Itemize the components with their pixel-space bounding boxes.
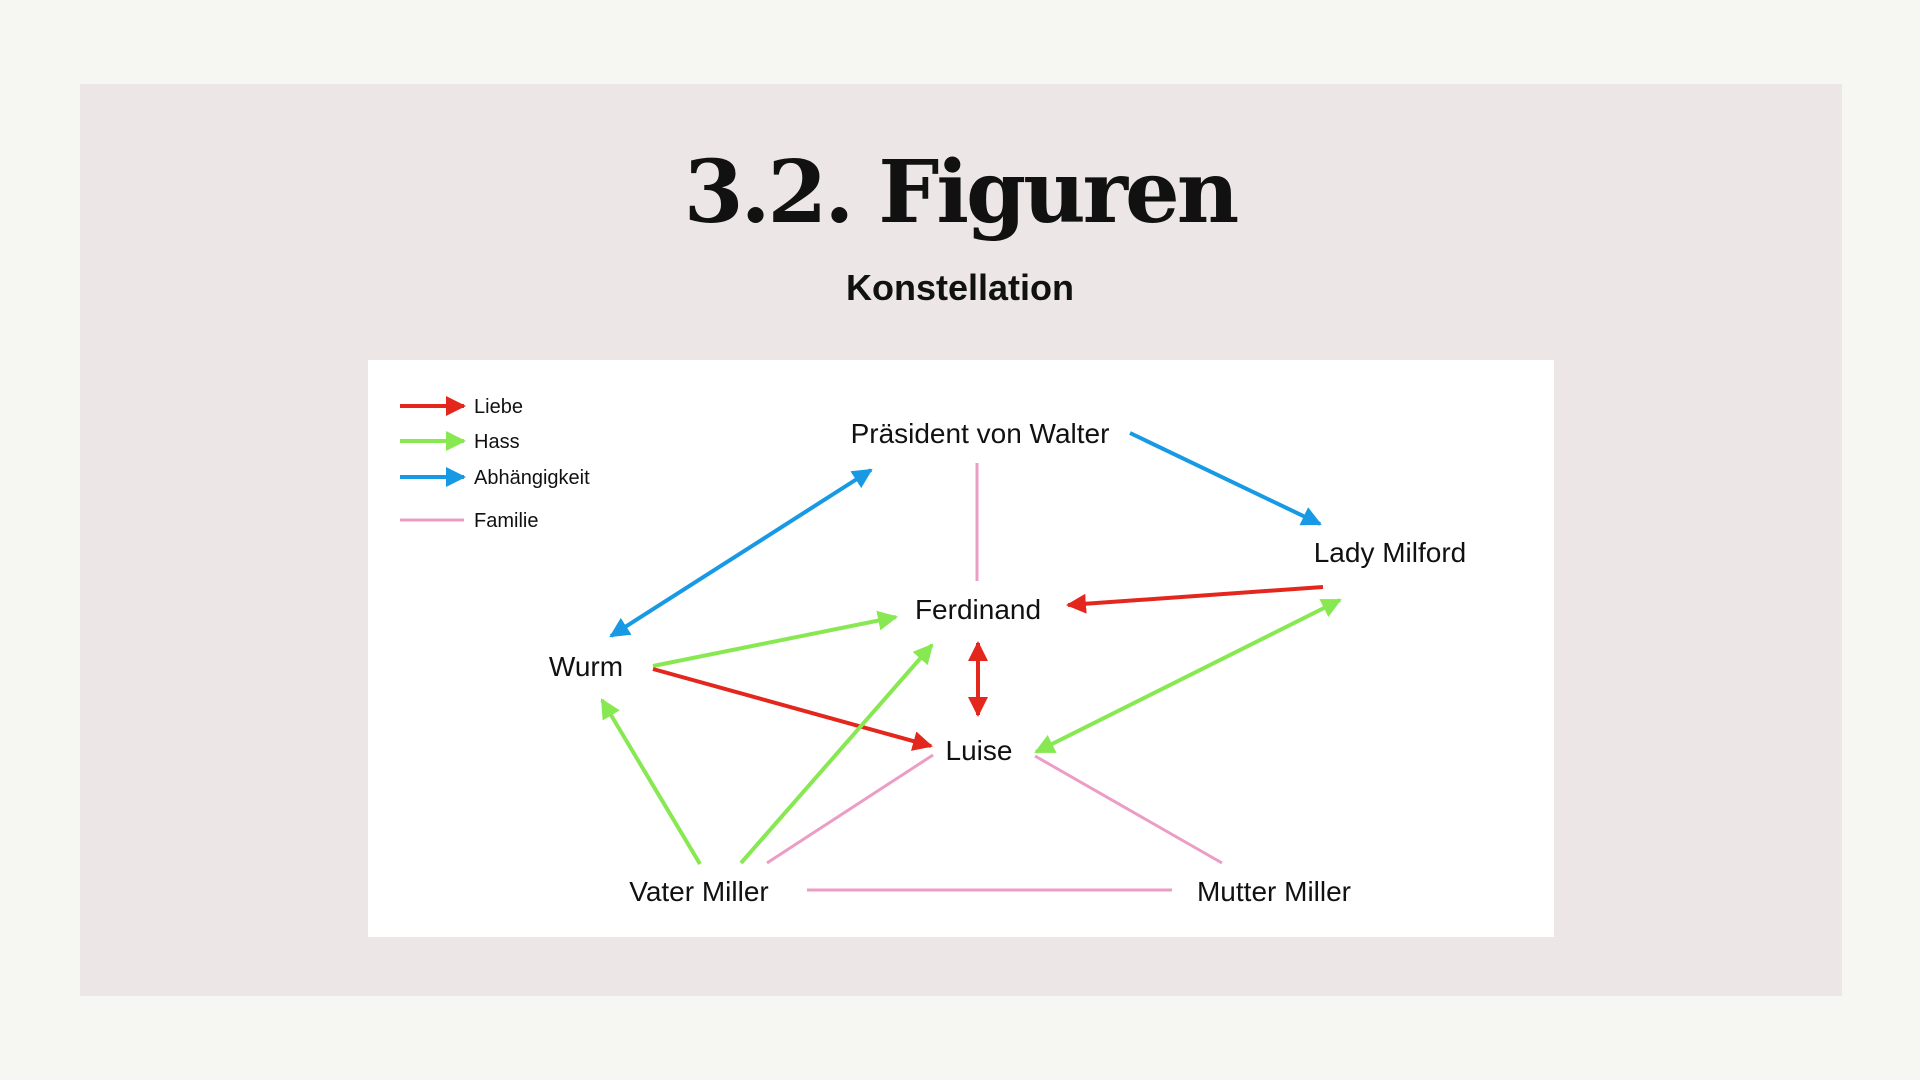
relation-lady-milford-luise [1034, 598, 1342, 754]
legend: Liebe Hass Abhängigkeit Familie [400, 396, 590, 532]
relation-lady-milford-ferdinand [1066, 585, 1324, 614]
legend-label-abhaengigkeit: Abhängigkeit [474, 467, 590, 489]
node-lady-milford: Lady Milford [1314, 537, 1467, 568]
slide-title: 3.2. Figuren [683, 142, 1239, 243]
legend-item-abhaengigkeit: Abhängigkeit [400, 467, 590, 489]
nodes: Präsident von Walter Lady Milford Ferdin… [549, 418, 1466, 907]
legend-item-hass: Hass [400, 431, 520, 453]
relation-praesident-lady-milford [1129, 431, 1322, 526]
relation-vater-miller-luise [766, 753, 934, 865]
relation-wurm-ferdinand [652, 610, 898, 668]
character-constellation-diagram: Liebe Hass Abhängigkeit Familie [368, 360, 1554, 937]
node-ferdinand: Ferdinand [915, 594, 1041, 625]
node-mutter-miller: Mutter Miller [1197, 876, 1351, 907]
node-praesident-von-walter: Präsident von Walter [851, 418, 1110, 449]
relation-vater-miller-wurm [600, 698, 702, 866]
legend-label-liebe: Liebe [474, 396, 523, 418]
relation-vater-miller-ferdinand [739, 643, 934, 865]
slide-subtitle: Konstellation [845, 267, 1074, 308]
legend-item-familie: Familie [400, 510, 538, 532]
relation-wurm-praesident [609, 468, 873, 638]
relation-wurm-luise [652, 667, 933, 751]
relations [600, 431, 1342, 892]
node-vater-miller: Vater Miller [629, 876, 769, 907]
legend-label-familie: Familie [474, 510, 538, 532]
legend-item-liebe: Liebe [400, 396, 523, 418]
node-wurm: Wurm [549, 651, 623, 682]
diagram-canvas: Liebe Hass Abhängigkeit Familie [400, 396, 1466, 907]
legend-label-hass: Hass [474, 431, 520, 453]
relation-luise-mutter-miller [1034, 754, 1223, 865]
node-luise: Luise [946, 735, 1013, 766]
